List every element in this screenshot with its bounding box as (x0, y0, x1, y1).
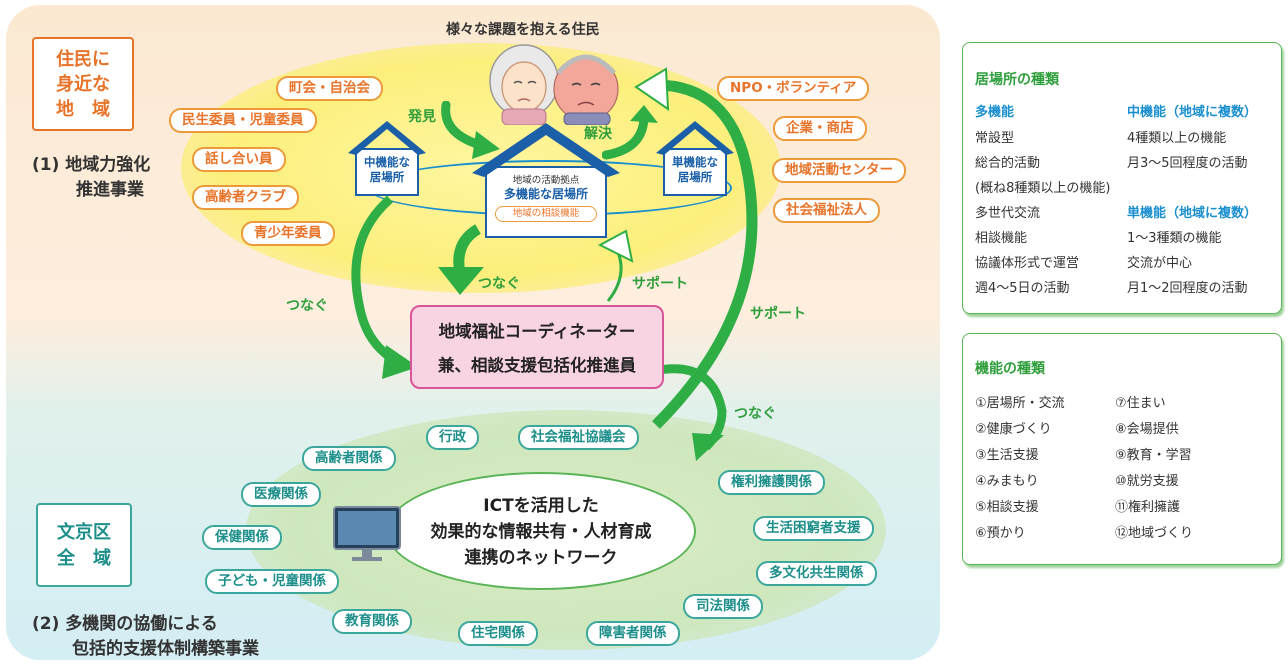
solve-arrow (602, 105, 658, 160)
region-label-local: 住民に 身近な 地 域 (32, 37, 134, 131)
single-item: 交流が中心 (1127, 256, 1193, 271)
function-item: ⑦住まい (1115, 396, 1166, 411)
medium-item: 4種類以上の機能 (1127, 131, 1227, 146)
agency-elderly: 高齢者関係 (302, 446, 396, 471)
flow-arrows (351, 67, 758, 461)
monitor-icon (333, 506, 401, 561)
actor-youth-commissioner: 青少年委員 (241, 221, 335, 246)
agency-health: 保健関係 (202, 525, 282, 550)
multi-item: 相談機能 (975, 231, 1028, 246)
venue-types-title: 居場所の種類 (975, 72, 1059, 88)
support-center-label: サポート (632, 276, 688, 292)
residents-caption: 様々な課題を抱える住民 (446, 22, 600, 38)
single-heading: 単機能（地域に複数） (1127, 206, 1258, 221)
agency-social-welfare-council: 社会福祉協議会 (518, 425, 639, 450)
multi-item: 総合的活動 (975, 156, 1041, 171)
coordinator-box: 地域福祉コーディネーター 兼、相談支援包括化推進員 (410, 305, 664, 389)
venue-types-card: 居場所の種類 多機能 常設型 総合的活動 (概ね8種類以上の機能) 多世代交流 … (962, 42, 1282, 314)
discover-label: 発見 (408, 109, 436, 125)
agency-housing: 住宅関係 (458, 621, 538, 646)
medium-item: 月3～5回程度の活動 (1127, 156, 1248, 171)
actor-npo-volunteer: NPO・ボランティア (717, 76, 870, 101)
actor-discussion-member: 話し合い員 (192, 147, 286, 172)
multi-item: 常設型 (975, 131, 1015, 146)
connect-left-label: つなぐ (286, 298, 328, 314)
single-item: 1～3種類の機能 (1127, 231, 1222, 246)
agency-government: 行政 (426, 425, 479, 450)
medium-venue-label: 中機能な居場所 (364, 155, 410, 184)
function-item: ⑫地域づくり (1115, 526, 1194, 541)
multi-venue-house (472, 123, 620, 238)
medium-heading: 中機能（地域に複数） (1127, 105, 1258, 120)
single-item: 月1～2回程度の活動 (1127, 281, 1248, 296)
connect-right-label: つなぐ (734, 406, 776, 422)
multi-item: 多世代交流 (975, 206, 1041, 221)
diagram-panel: 住民に 身近な 地 域 (1) 地域力強化 推進事業 様々な課題を抱える住民 発… (6, 5, 940, 660)
function-item: ③生活支援 (975, 448, 1039, 463)
agency-poverty-support: 生活困窮者支援 (753, 516, 874, 541)
project-1-subtitle: 推進事業 (76, 180, 144, 200)
function-types-card: 機能の種類 ①居場所・交流 ②健康づくり ③生活支援 ④みまもり ⑤相談支援 ⑥… (962, 333, 1282, 565)
multi-item: (概ね8種類以上の機能) (975, 181, 1111, 196)
solve-label: 解決 (584, 126, 612, 142)
discover-arrow (441, 101, 500, 159)
actor-social-welfare-corp: 社会福祉法人 (773, 198, 880, 223)
consultation-tag: 地域の相談機能 (495, 206, 597, 222)
agency-children: 子ども・児童関係 (205, 569, 339, 594)
multi-venue-label: 多機能な居場所 (503, 187, 588, 201)
function-item: ⑩就労支援 (1115, 474, 1179, 489)
support-right-label: サポート (750, 306, 806, 322)
residents-illustration (489, 44, 619, 125)
single-venue-label: 単機能な居場所 (672, 155, 718, 184)
function-item: ⑧会場提供 (1115, 422, 1179, 437)
function-item: ④みまもり (975, 474, 1039, 489)
function-item: ⑤相談支援 (975, 500, 1039, 515)
function-item: ②健康づくり (975, 422, 1052, 437)
function-item: ⑨教育・学習 (1115, 448, 1192, 463)
agency-medical: 医療関係 (241, 482, 321, 507)
ict-network-ellipse: ICTを活用した 効果的な情報共有・人材育成 連携のネットワーク (386, 472, 696, 590)
actor-community-center: 地域活動センター (772, 158, 906, 183)
agency-rights-advocacy: 権利擁護関係 (718, 470, 825, 495)
project-2-title: (2) 多機関の協働による (32, 614, 218, 634)
project-1-title: (1) 地域力強化 (32, 155, 151, 175)
function-item: ①居場所・交流 (975, 396, 1065, 411)
actor-senior-club: 高齢者クラブ (192, 185, 299, 210)
multi-venue-small-caption: 地域の活動拠点 (512, 175, 580, 186)
multi-item: 週4～5日の活動 (975, 281, 1070, 296)
region-label-citywide: 文京区 全 域 (36, 503, 132, 587)
multi-heading: 多機能 (975, 105, 1015, 120)
function-item: ⑥預かり (975, 526, 1026, 541)
actor-welfare-commissioner: 民生委員・児童委員 (169, 108, 317, 133)
actor-neighborhood-association: 町会・自治会 (276, 76, 383, 101)
function-item: ⑪権利擁護 (1115, 500, 1181, 515)
medium-venue-house (348, 121, 426, 196)
single-venue-house (656, 121, 734, 196)
multi-item: 協議体形式で運営 (975, 256, 1080, 271)
project-2-subtitle: 包括的支援体制構築事業 (72, 639, 259, 659)
agency-disability: 障害者関係 (586, 621, 680, 646)
agency-judicial: 司法関係 (683, 594, 763, 619)
function-types-title: 機能の種類 (975, 361, 1045, 377)
agency-education: 教育関係 (332, 609, 412, 634)
agency-multicultural: 多文化共生関係 (756, 561, 877, 586)
connect-center-label: つなぐ (478, 276, 520, 292)
actor-business-shop: 企業・商店 (773, 116, 867, 141)
